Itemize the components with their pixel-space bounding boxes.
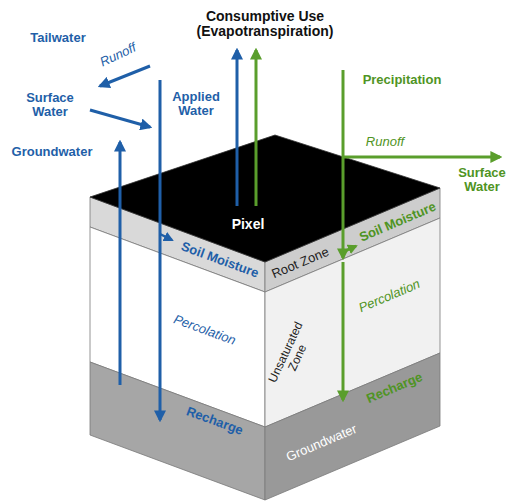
- surface-water-arrow: [90, 110, 150, 127]
- groundwater-left: [90, 362, 265, 500]
- pixel-label: Pixel: [232, 217, 265, 232]
- flow-label: Applied Water: [166, 90, 226, 119]
- flow-label: Runoff: [98, 40, 139, 69]
- runoff-arrow: [343, 156, 500, 159]
- sink-label: Surface Water: [452, 166, 512, 195]
- precipitation-arrows: [256, 50, 500, 400]
- groundwater-arrow: [119, 142, 122, 385]
- recharge-arrow: [342, 262, 345, 400]
- soil-moisture-arrow: [343, 246, 356, 252]
- applied-water-arrow: [159, 80, 162, 420]
- flow-label: Precipitation: [363, 73, 442, 87]
- flow-label: Runoff: [366, 135, 404, 149]
- et-arrow: [255, 50, 258, 206]
- irrigation-arrows: [90, 50, 237, 420]
- tailwater-arrow: [100, 66, 150, 86]
- flow-label: Tailwater: [30, 31, 85, 45]
- soil-moisture-arrow: [160, 234, 172, 240]
- source-label: Groundwater: [12, 145, 93, 159]
- heading-label: Consumptive Use (Evapotranspiration): [165, 9, 365, 40]
- soil-column: [90, 135, 440, 500]
- pixel-top-face: [90, 135, 440, 262]
- et-arrow: [236, 50, 239, 206]
- source-label: Surface Water: [15, 91, 85, 120]
- precipitation-arrow: [342, 70, 345, 258]
